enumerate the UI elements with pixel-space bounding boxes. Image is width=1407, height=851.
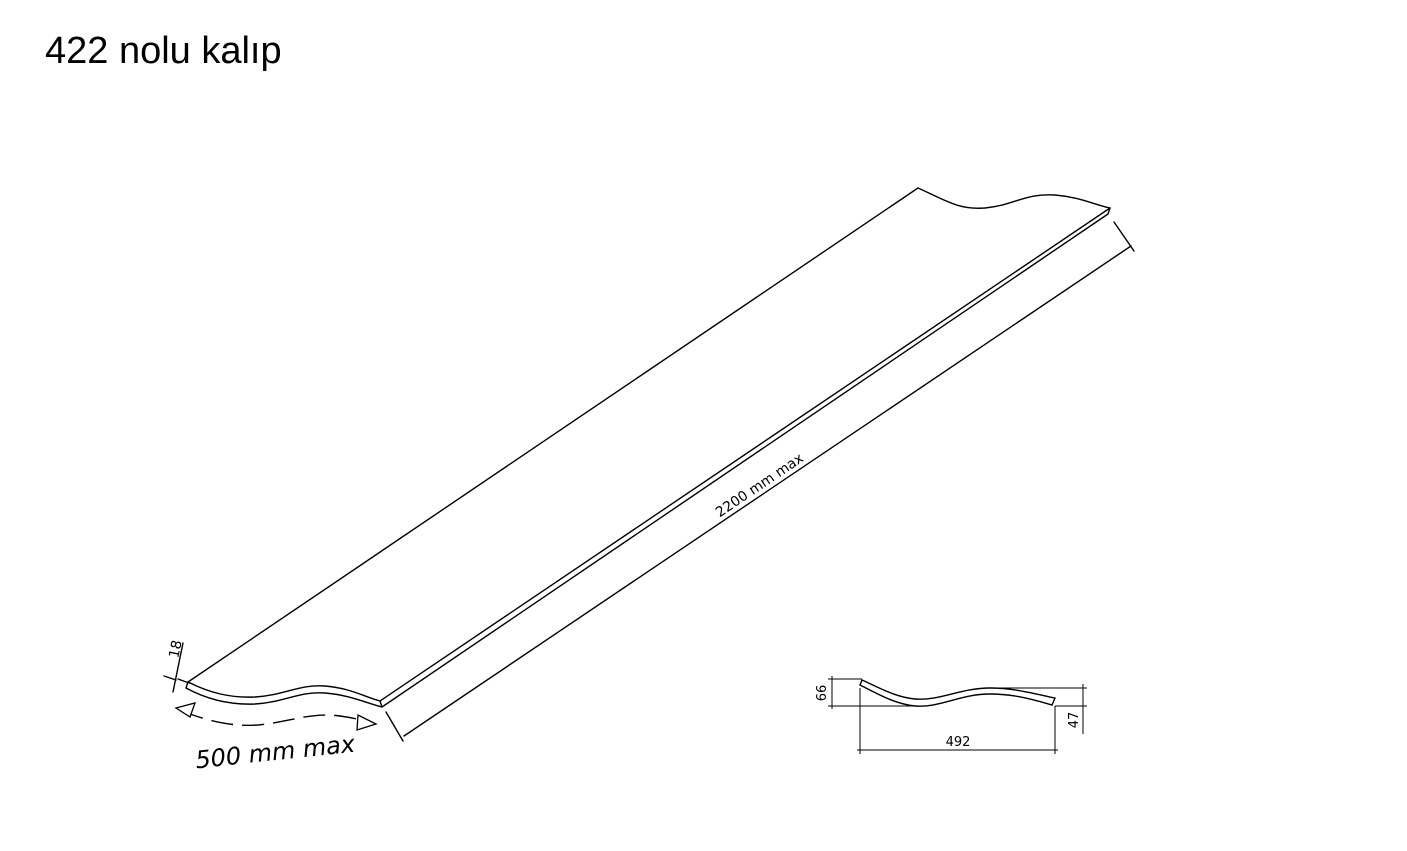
panel-far-edge <box>917 187 1111 209</box>
panel-top-back-edge <box>187 187 919 683</box>
length-dimension-line <box>403 245 1132 737</box>
width-arrow-right <box>356 713 378 731</box>
width-dimension: 500 mm max <box>174 702 378 775</box>
profile-height-right-label: 47 <box>1067 712 1082 729</box>
width-label: 500 mm max <box>194 730 357 775</box>
thickness-dimension: 18 <box>163 639 190 693</box>
thickness-tick-bottom <box>163 675 177 681</box>
length-dimension: 2200 mm max <box>385 221 1135 742</box>
thickness-label: 18 <box>166 639 185 660</box>
panel-top-front-edge <box>379 207 1111 702</box>
profile-height-left-label: 66 <box>815 685 830 702</box>
profile-right-end <box>1051 697 1056 706</box>
length-extension-top <box>1113 221 1135 252</box>
thickness-tick-top <box>177 678 190 684</box>
profile-left-end <box>859 679 863 686</box>
thickness-dimension-line <box>172 642 184 693</box>
length-extension-bottom <box>385 711 404 742</box>
panel-near-edge-bottom <box>185 687 383 708</box>
length-label: 2200 mm max <box>713 450 807 520</box>
panel-near-right-thickness <box>379 700 383 708</box>
profile-width-label: 492 <box>946 735 971 750</box>
isometric-panel <box>185 187 1111 708</box>
width-arrow-left <box>174 702 197 718</box>
panel-near-edge-top <box>187 681 381 702</box>
panel-bottom-front-edge <box>381 213 1109 708</box>
width-dimension-arc <box>181 710 373 727</box>
profile-bottom-curve <box>859 684 1053 707</box>
profile-top-curve <box>861 679 1056 700</box>
page-title: 422 nolu kalıp <box>45 30 282 72</box>
profile-section: 66 47 492 <box>815 676 1087 754</box>
